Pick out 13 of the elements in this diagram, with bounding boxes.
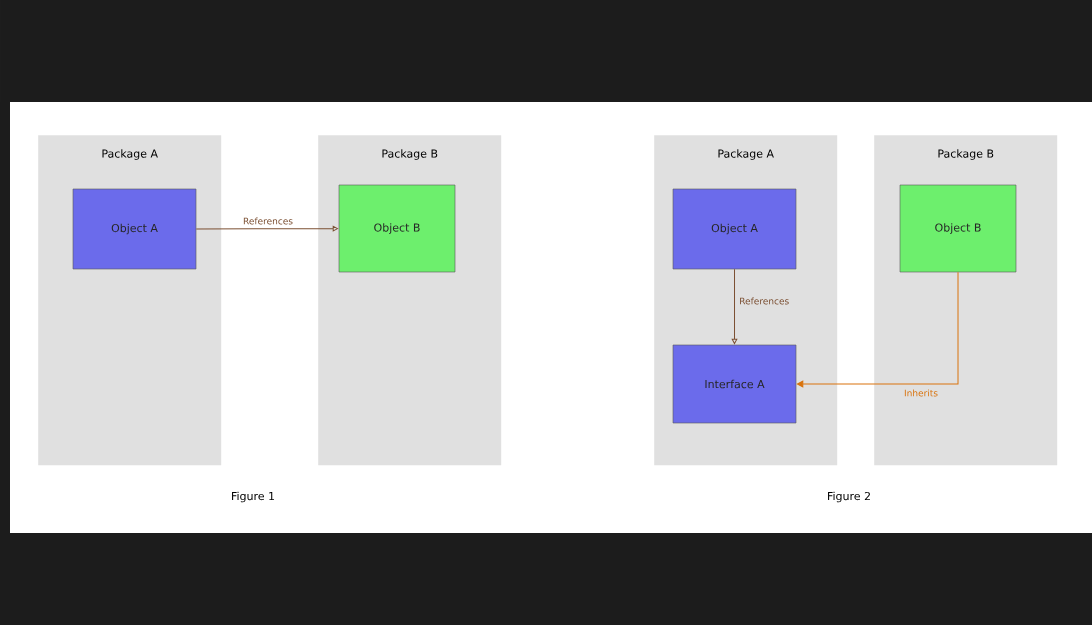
object-box: Interface A (672, 344, 797, 424)
object-box: Object B (899, 184, 1017, 273)
arrow (796, 271, 959, 388)
object-box: Object B (338, 184, 456, 273)
arrow (195, 225, 339, 232)
figure-caption: Figure 1 (232, 491, 274, 503)
arrow (731, 268, 738, 345)
object-box: Object A (672, 188, 797, 270)
figure-caption: Figure 2 (828, 491, 870, 503)
edge-label: References (738, 296, 791, 306)
object-box: Object A (72, 188, 197, 270)
edge-label: Inherits (903, 388, 939, 398)
edge-label: References (242, 216, 294, 226)
